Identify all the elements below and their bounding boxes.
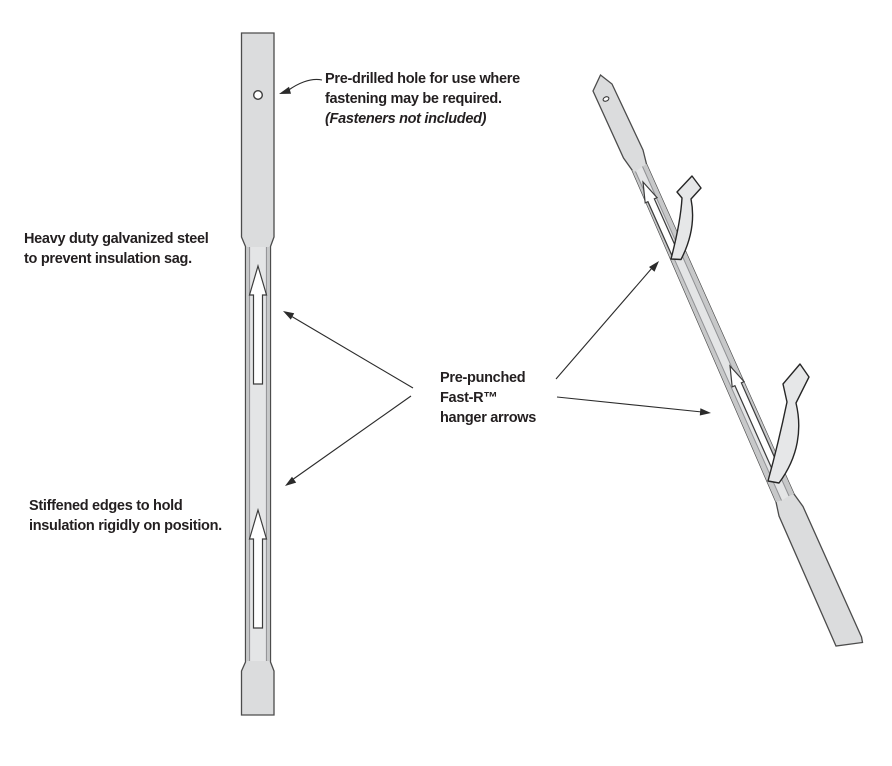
note-line: Stiffened edges to hold: [29, 498, 183, 514]
leader-lines: [287, 78, 703, 481]
diagonal-hanger-strip: [592, 73, 864, 647]
heavy-duty-note: Heavy duty galvanized steel to prevent i…: [24, 229, 209, 269]
bent-hanger-arrow-icon: [670, 175, 702, 261]
stiffened-edge-left: [632, 170, 782, 502]
note-line: insulation rigidly on position.: [29, 518, 222, 534]
note-line: fastening may be required.: [325, 91, 502, 107]
leader-line-predrilled: [287, 78, 323, 91]
stiffened-edge-right: [642, 164, 794, 496]
leader-arrowhead-icon: [279, 86, 291, 94]
pre-punched-note: Pre-punched Fast-R™ hanger arrows: [440, 368, 536, 428]
note-line: to prevent insulation sag.: [24, 251, 192, 267]
stiffened-edge-left: [246, 247, 250, 661]
bent-hanger-arrow-icon: [767, 363, 810, 484]
pre-drilled-hole: [602, 96, 610, 102]
note-line: hanger arrows: [440, 410, 537, 426]
leader-arrowhead-icon: [649, 261, 659, 272]
leader-line-hanger-upper-left: [290, 315, 414, 389]
punched-arrow-icon: [248, 507, 268, 629]
stiffened-note: Stiffened edges to hold insulation rigid…: [29, 496, 222, 536]
punched-arrow-icon: [248, 263, 268, 385]
note-line: (Fasteners not included): [325, 111, 487, 127]
leader-arrowhead-icon: [283, 311, 295, 320]
note-line: Fast-R™: [440, 390, 498, 406]
vertical-hanger-strip: [240, 32, 275, 716]
note-line: Pre-drilled hole for use where: [325, 71, 520, 87]
leader-line-hanger-lower-left: [291, 395, 412, 481]
leader-arrowheads: [279, 86, 711, 486]
note-line: Pre-punched: [440, 370, 526, 386]
predrilled-note: Pre-drilled hole for use where fastening…: [325, 69, 520, 129]
leader-arrowhead-icon: [285, 476, 297, 486]
leader-line-hanger-right: [556, 396, 703, 413]
leader-line-hanger-upper-right: [555, 267, 653, 380]
stiffened-edge-right: [266, 247, 270, 661]
note-line: Heavy duty galvanized steel: [24, 231, 209, 247]
pre-drilled-hole: [252, 89, 263, 100]
leader-arrowhead-icon: [699, 408, 711, 416]
